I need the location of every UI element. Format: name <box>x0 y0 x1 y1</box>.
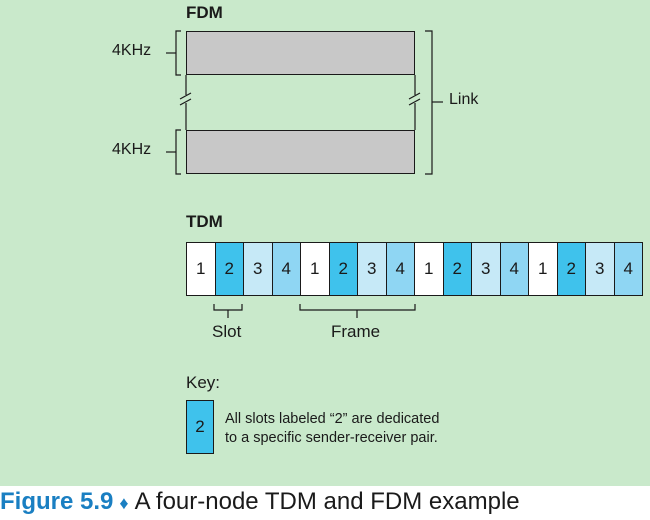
tdm-slot: 3 <box>471 242 501 296</box>
tdm-slot: 1 <box>300 242 330 296</box>
figure-caption: Figure 5.9♦A four-node TDM and FDM examp… <box>0 486 650 520</box>
tdm-slot: 4 <box>613 242 643 296</box>
caption-text: A four-node TDM and FDM example <box>134 488 520 515</box>
key-sample-slot: 2 <box>186 400 214 454</box>
frame-bracket <box>299 304 416 318</box>
tdm-title: TDM <box>186 212 223 231</box>
tdm-slot: 1 <box>186 242 216 296</box>
tdm-slot: 3 <box>585 242 615 296</box>
key-description-line2: to a specific sender-receiver pair. <box>225 430 438 446</box>
tdm-slot: 4 <box>385 242 415 296</box>
fdm-band-label-top: 4KHz <box>112 42 152 59</box>
fdm-lines <box>166 30 443 175</box>
fdm-bracket-top <box>166 30 181 76</box>
tdm-slot: 2 <box>442 242 472 296</box>
tdm-slot: 3 <box>243 242 273 296</box>
fdm-band-label-bottom: 4KHz <box>112 141 152 158</box>
key-description-line1: All slots labeled “2” are dedicated <box>225 411 440 427</box>
fdm-bracket-bottom <box>166 129 181 175</box>
tdm-slot: 1 <box>528 242 558 296</box>
link-bracket <box>425 30 443 175</box>
caption-line: Figure 5.9♦A four-node TDM and FDM examp… <box>0 488 520 516</box>
tdm-slot: 4 <box>499 242 529 296</box>
link-label: Link <box>449 91 479 108</box>
figure-panel: FDM 4KHz 4KHz Link <box>0 0 650 486</box>
frame-label: Frame <box>331 322 381 341</box>
fdm-break-left <box>179 92 192 106</box>
fdm-band-bottom <box>186 130 415 174</box>
fdm-title: FDM <box>186 3 223 22</box>
tdm-slot: 4 <box>271 242 301 296</box>
fdm-band-top <box>186 31 415 75</box>
slot-label: Slot <box>212 322 242 341</box>
caption-diamond-icon: ♦ <box>119 493 129 513</box>
caption-number: Figure 5.9 <box>0 488 114 515</box>
tdm-slot: 2 <box>556 242 586 296</box>
tdm-brackets <box>213 304 416 318</box>
slot-bracket <box>213 304 243 318</box>
fdm-break-right <box>408 92 421 106</box>
tdm-slot: 1 <box>414 242 444 296</box>
key-title: Key: <box>186 373 221 392</box>
